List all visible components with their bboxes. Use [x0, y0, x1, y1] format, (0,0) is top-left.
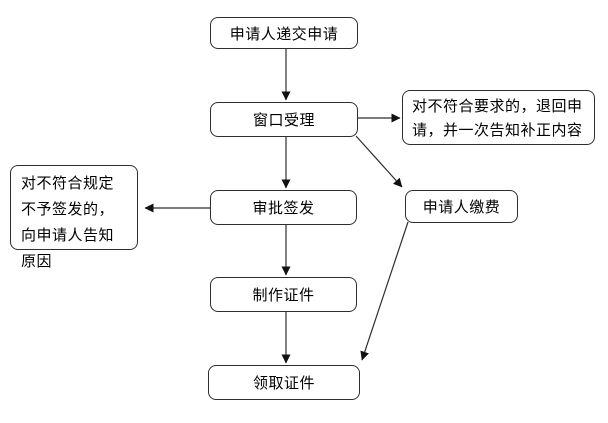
node-return-application-note: 对不符合要求的，退回申请，并一次告知补正内容: [402, 90, 595, 145]
node-notify-reason-note: 对不符合规定不予签发的，向申请人告知原因: [10, 165, 138, 270]
node-make-certificate-label: 制作证件: [252, 286, 315, 304]
node-notify-reason-note-label: 对不符合规定不予签发的，向申请人告知原因: [21, 174, 115, 270]
node-applicant-payment-label: 申请人缴费: [422, 198, 501, 216]
arrow-window-to-fee: [355, 135, 403, 188]
node-return-application-note-label: 对不符合要求的，退回申请，并一次告知补正内容: [412, 97, 583, 139]
arrow-fee-to-receive: [360, 221, 409, 361]
node-submit-application: 申请人递交申请: [210, 17, 358, 49]
node-approval-issuance: 审批签发: [210, 190, 357, 225]
node-make-certificate: 制作证件: [210, 277, 357, 312]
node-applicant-payment: 申请人缴费: [405, 190, 518, 223]
node-receive-certificate: 领取证件: [208, 365, 360, 400]
node-window-acceptance-label: 窗口受理: [252, 111, 315, 129]
node-approval-issuance-label: 审批签发: [252, 199, 315, 217]
node-submit-application-label: 申请人递交申请: [229, 24, 339, 43]
node-window-acceptance: 窗口受理: [210, 102, 358, 137]
node-receive-certificate-label: 领取证件: [252, 374, 315, 392]
